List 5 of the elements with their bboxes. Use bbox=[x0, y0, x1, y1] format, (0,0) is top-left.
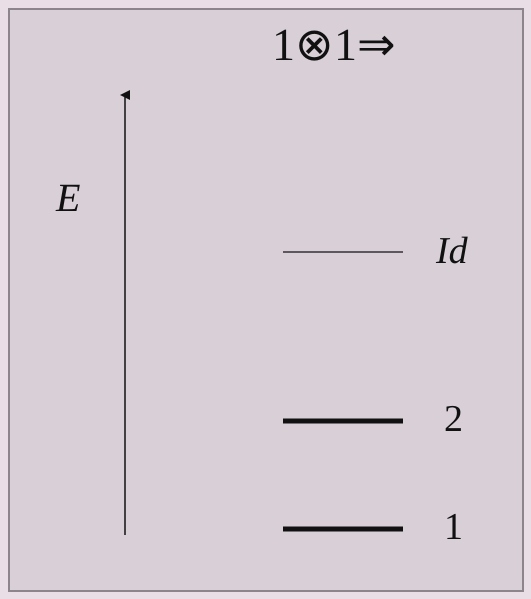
axis-label: E bbox=[56, 178, 80, 218]
level-label: Id bbox=[436, 232, 468, 270]
level-label: 2 bbox=[444, 400, 463, 438]
level-label: 1 bbox=[444, 508, 463, 546]
heading: 1⊗1⇒ bbox=[272, 22, 396, 68]
